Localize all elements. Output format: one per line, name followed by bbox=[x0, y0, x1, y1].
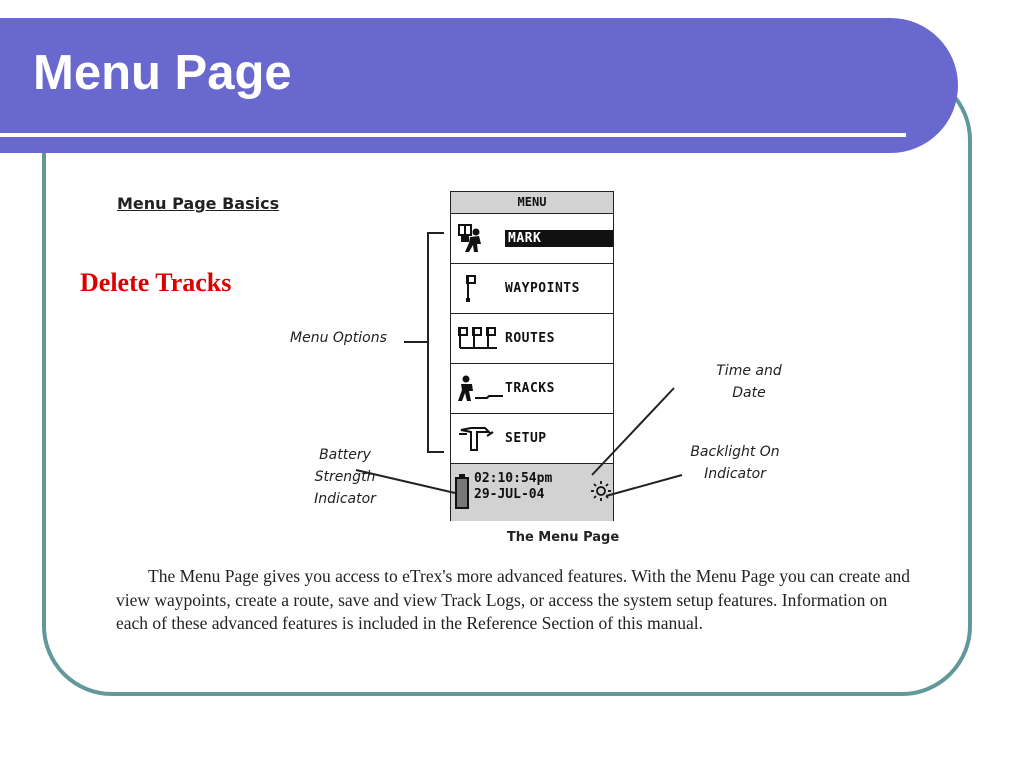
device-menu-item-label: SETUP bbox=[505, 431, 547, 446]
time-date-annotation-line-1: Time and bbox=[716, 363, 782, 379]
device-screen: MENU MARK WAYPOINTS bbox=[450, 191, 614, 521]
time-date-annotation-line-2: Date bbox=[732, 385, 766, 401]
device-menu-item-label: ROUTES bbox=[505, 331, 555, 346]
device-menu-item-label: MARK bbox=[505, 230, 613, 247]
routes-icon bbox=[457, 322, 505, 356]
backlight-pointer bbox=[605, 474, 683, 497]
time-date-annotation: Time and Date bbox=[694, 360, 804, 404]
menu-options-annotation: Menu Options bbox=[290, 330, 387, 346]
title-bar bbox=[0, 18, 958, 153]
device-menu-item-tracks[interactable]: TRACKS bbox=[451, 364, 613, 414]
device-menu-item-waypoints[interactable]: WAYPOINTS bbox=[451, 264, 613, 314]
backlight-annotation-line-2: Indicator bbox=[704, 466, 766, 482]
mark-icon bbox=[457, 222, 505, 256]
device-status-bar: 02:10:54pm 29-JUL-04 bbox=[451, 464, 613, 521]
device-time: 02:10:54pm bbox=[474, 471, 553, 486]
title-underline bbox=[0, 133, 906, 137]
device-menu-item-mark[interactable]: MARK bbox=[451, 214, 613, 264]
figure-caption: The Menu Page bbox=[506, 530, 620, 545]
device-menu-item-setup[interactable]: SETUP bbox=[451, 414, 613, 464]
device-menu-item-label: TRACKS bbox=[505, 381, 555, 396]
battery-pointer bbox=[355, 469, 456, 494]
menu-options-bracket bbox=[427, 232, 444, 453]
battery-annotation: Battery Strength Indicator bbox=[300, 444, 390, 510]
manual-section-heading: Menu Page Basics bbox=[117, 194, 280, 213]
device-date: 29-JUL-04 bbox=[474, 487, 545, 502]
backlight-annotation-line-1: Backlight On bbox=[690, 444, 780, 460]
slide-title: Menu Page bbox=[33, 46, 292, 100]
setup-tools-icon bbox=[457, 422, 505, 456]
battery-annotation-line-2: Strength bbox=[314, 469, 376, 485]
manual-paragraph: The Menu Page gives you access to eTrex'… bbox=[116, 566, 910, 633]
delete-tracks-label: Delete Tracks bbox=[80, 268, 232, 297]
device-menu-item-routes[interactable]: ROUTES bbox=[451, 314, 613, 364]
waypoint-flag-icon bbox=[457, 272, 505, 306]
time-date-pointer bbox=[591, 387, 675, 476]
battery-icon bbox=[455, 474, 469, 509]
device-menu-item-label: WAYPOINTS bbox=[505, 281, 580, 296]
battery-annotation-line-3: Indicator bbox=[314, 491, 376, 507]
tracks-icon bbox=[457, 372, 505, 406]
battery-annotation-line-1: Battery bbox=[319, 447, 371, 463]
device-time-date: 02:10:54pm 29-JUL-04 bbox=[474, 471, 552, 503]
device-menu-header: MENU bbox=[451, 192, 613, 214]
backlight-annotation: Backlight On Indicator bbox=[680, 441, 790, 485]
